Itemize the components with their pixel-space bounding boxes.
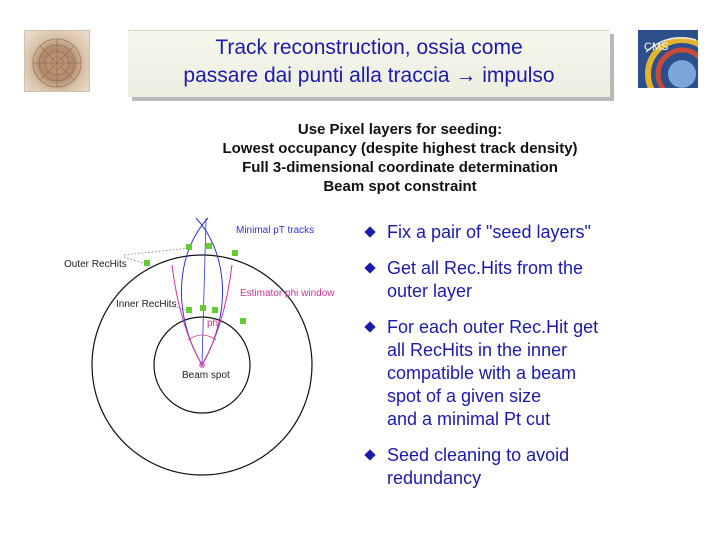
inner-rechit xyxy=(212,307,218,313)
bullet-list: Fix a pair of "seed layers" Get all Rec.… xyxy=(366,221,711,503)
estimator-window-right xyxy=(202,265,232,365)
bullet-text: Fix a pair of "seed layers" xyxy=(387,221,711,244)
svg-text:CMS: CMS xyxy=(644,41,668,53)
label-beam-spot: Beam spot xyxy=(182,370,230,381)
cms-logo: CMS xyxy=(638,30,698,88)
minimal-pt-track-right xyxy=(196,218,223,365)
bullet-text: Get all Rec.Hits from the outer layer xyxy=(387,257,711,303)
estimator-window-left xyxy=(172,265,202,365)
title-line-2: passare dai punti alla traccia → impulso xyxy=(128,62,610,90)
bullet-text: For each outer Rec.Hit get all RecHits i… xyxy=(387,316,711,431)
label-inner-rechits: Inner RecHits xyxy=(116,299,177,310)
bullet-item: For each outer Rec.Hit get all RecHits i… xyxy=(366,316,711,431)
inner-rechit xyxy=(200,305,206,311)
bullet-text: Seed cleaning to avoid redundancy xyxy=(387,444,711,490)
diamond-bullet-icon xyxy=(364,321,375,332)
track-straight xyxy=(202,218,206,365)
outer-rechit xyxy=(232,250,238,256)
slide-title: Track reconstruction, ossia come passare… xyxy=(128,34,610,90)
label-outer-rechits: Outer RecHits xyxy=(64,259,127,270)
label-minimal-pt-tracks: Minimal pT tracks xyxy=(236,225,314,236)
subheading-line: Full 3-dimensional coordinate determinat… xyxy=(170,158,630,177)
seeding-diagram: Minimal pT tracks Outer RecHits Inner Re… xyxy=(60,210,350,540)
outer-rechit xyxy=(206,243,212,249)
label-estimator-phi-window: Estimator phi window xyxy=(240,288,335,299)
phi-arc xyxy=(188,335,216,340)
tracker-logo xyxy=(24,30,90,92)
subheading-line: Beam spot constraint xyxy=(170,177,630,196)
beam-spot-marker xyxy=(199,362,205,368)
diamond-bullet-icon xyxy=(364,449,375,460)
diamond-bullet-icon xyxy=(364,262,375,273)
subheading-line: Use Pixel layers for seeding: xyxy=(170,120,630,139)
title-line-1: Track reconstruction, ossia come xyxy=(128,34,610,62)
subheading: Use Pixel layers for seeding: Lowest occ… xyxy=(170,120,630,196)
inner-rechit xyxy=(186,307,192,313)
label-phi: phi xyxy=(207,318,220,329)
inner-rechit xyxy=(240,318,246,324)
outer-rechit xyxy=(186,244,192,250)
subheading-line: Lowest occupancy (despite highest track … xyxy=(170,139,630,158)
bullet-item: Fix a pair of "seed layers" xyxy=(366,221,711,244)
bullet-item: Seed cleaning to avoid redundancy xyxy=(366,444,711,490)
outer-rechit xyxy=(144,260,150,266)
diamond-bullet-icon xyxy=(364,226,375,237)
bullet-item: Get all Rec.Hits from the outer layer xyxy=(366,257,711,303)
